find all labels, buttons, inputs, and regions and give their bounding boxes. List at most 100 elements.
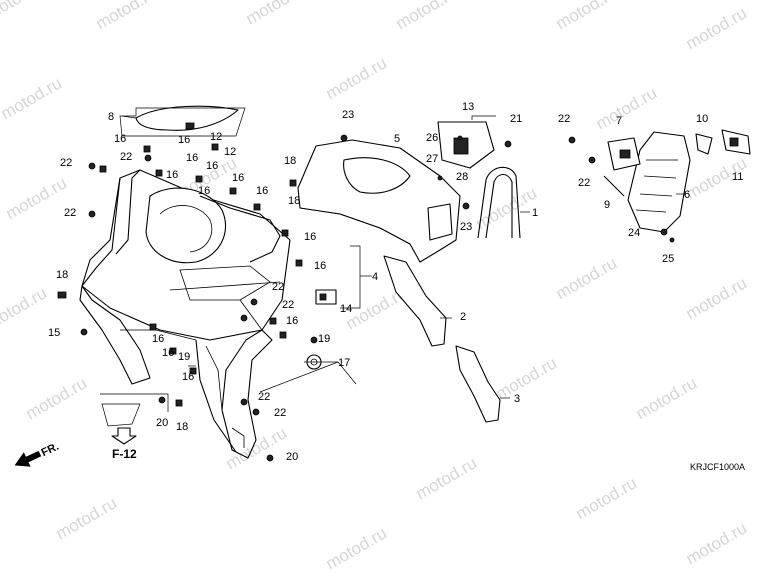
callout-18: 18 (288, 195, 300, 207)
watermark: motod.ru (0, 283, 50, 333)
watermark: motod.ru (393, 0, 461, 33)
watermark: motod.ru (683, 273, 751, 323)
callout-19: 19 (178, 351, 190, 363)
watermark: motod.ru (93, 0, 161, 33)
reference-code: F-12 (112, 447, 137, 461)
callout-16: 16 (182, 371, 194, 383)
watermark: motod.ru (553, 253, 621, 303)
callout-11: 11 (732, 171, 743, 183)
latch-part-11 (721, 129, 751, 155)
watermark: motod.ru (633, 373, 701, 423)
watermark: motod.ru (553, 0, 621, 33)
panel-part-5 (297, 139, 461, 263)
callout-26: 26 (426, 132, 438, 144)
callout-24: 24 (628, 227, 640, 239)
callout-23: 23 (460, 221, 472, 233)
watermark: motod.ru (473, 183, 541, 233)
callout-15: 15 (48, 327, 60, 339)
callout-12: 12 (224, 146, 236, 158)
watermark: motod.ru (573, 473, 641, 523)
watermark: motod.ru (493, 353, 561, 403)
callout-4: 4 (372, 271, 378, 283)
watermark-layer: motod.ru motod.ru motod.ru motod.ru moto… (0, 0, 750, 573)
callout-2: 2 (460, 311, 466, 323)
watermark: motod.ru (0, 73, 65, 123)
callout-22: 22 (60, 157, 72, 169)
panel-part-6 (627, 131, 691, 233)
callout-28: 28 (456, 171, 468, 183)
callout-16: 16 (198, 185, 210, 197)
callout-21: 21 (510, 113, 522, 125)
watermark: motod.ru (243, 0, 311, 28)
watermark: motod.ru (323, 53, 391, 103)
callout-19: 19 (318, 333, 330, 345)
callout-22: 22 (274, 407, 286, 419)
callout-16: 16 (314, 260, 326, 272)
watermark: motod.ru (0, 0, 50, 23)
callout-9: 9 (604, 199, 610, 211)
callout-5: 5 (394, 133, 400, 145)
watermark: motod.ru (413, 453, 481, 503)
callout-22: 22 (120, 151, 132, 163)
watermark: motod.ru (23, 373, 91, 423)
pad-part-8 (135, 105, 239, 131)
callout-18: 18 (176, 421, 188, 433)
callout-13: 13 (462, 101, 474, 113)
clip-part-10 (695, 133, 713, 155)
strip-part-2 (383, 255, 447, 347)
callout-27: 27 (426, 153, 438, 165)
callout-25: 25 (662, 253, 674, 265)
callout-18: 18 (56, 269, 68, 281)
callout-22: 22 (282, 299, 294, 311)
callout-16: 16 (304, 231, 316, 243)
callout-22: 22 (258, 391, 270, 403)
leader-lines (100, 107, 686, 412)
callout-16: 16 (232, 172, 244, 184)
callout-1: 1 (532, 207, 538, 219)
watermark: motod.ru (53, 493, 121, 543)
callout-16: 16 (286, 315, 298, 327)
callout-6: 6 (684, 189, 690, 201)
callout-3: 3 (514, 393, 520, 405)
callout-22: 22 (272, 281, 284, 293)
watermark: motod.ru (683, 3, 751, 53)
front-marker-label: FR. (40, 441, 61, 459)
callout-16: 16 (166, 169, 178, 181)
inner-cover-assembly (79, 169, 291, 459)
diagram-code: KRJCF1000A (690, 462, 745, 472)
callout-16: 16 (114, 133, 126, 145)
rod-part-9 (603, 175, 625, 197)
watermark: motod.ru (593, 83, 661, 133)
callout-16: 16 (256, 185, 268, 197)
bracket-part-7 (607, 137, 641, 171)
rail-part-1 (477, 166, 521, 239)
callouts: 8 16 16 12 22 16 12 22 16 16 16 16 16 18… (48, 101, 743, 463)
callout-7: 7 (616, 115, 622, 127)
box-part-14 (315, 289, 337, 305)
callout-12: 12 (210, 131, 222, 143)
callout-16: 16 (152, 333, 164, 345)
callout-20: 20 (286, 451, 298, 463)
callout-10: 10 (696, 113, 708, 125)
callout-20: 20 (156, 417, 168, 429)
callout-17: 17 (338, 357, 350, 369)
guide-part-13 (437, 121, 495, 169)
callout-16: 16 (186, 152, 198, 164)
callout-23: 23 (342, 109, 354, 121)
callout-22: 22 (558, 113, 570, 125)
watermark: motod.ru (223, 423, 291, 473)
fasteners (57, 134, 675, 462)
callout-18: 18 (284, 155, 296, 167)
callout-16: 16 (162, 347, 174, 359)
callout-22: 22 (578, 177, 590, 189)
callout-16: 16 (178, 134, 190, 146)
callout-8: 8 (108, 111, 114, 123)
reference-callout: F-12 (101, 403, 141, 461)
watermark: motod.ru (323, 523, 391, 573)
callout-22: 22 (64, 207, 76, 219)
front-direction-marker: FR. (14, 441, 61, 467)
watermark: motod.ru (3, 173, 71, 223)
callout-16: 16 (206, 160, 218, 172)
callout-14: 14 (340, 303, 352, 315)
